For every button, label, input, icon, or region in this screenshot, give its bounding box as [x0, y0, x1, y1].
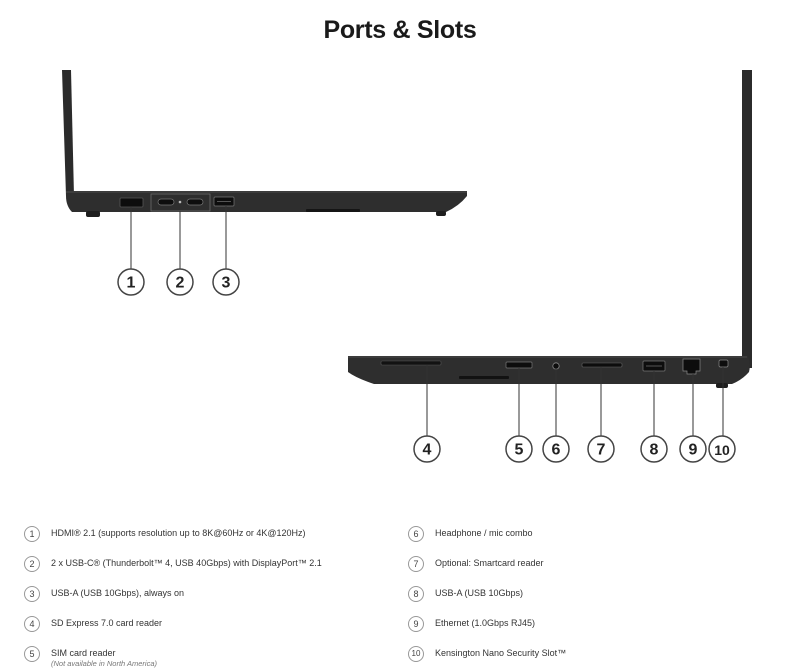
callout-number: 7: [597, 442, 606, 459]
legend-item: 5 SIM card reader (Not available in Nort…: [24, 646, 157, 668]
callout-8: 8: [640, 435, 668, 463]
callout-7: 7: [587, 435, 615, 463]
laptop-base: [66, 191, 467, 212]
laptop-foot: [436, 211, 446, 216]
ethernet-port-icon: [682, 358, 701, 375]
legend-item: 9 Ethernet (1.0Gbps RJ45): [408, 616, 535, 638]
legend-text: USB-A (USB 10Gbps): [435, 588, 524, 598]
callout-5: 5: [505, 435, 533, 463]
callout-number: 2: [176, 275, 185, 292]
legend-text: Kensington Nano Security Slot™: [435, 648, 567, 658]
legend-text: 2 x USB-C® (Thunderbolt™ 4, USB 40Gbps) …: [51, 558, 322, 568]
legend-number: 1: [24, 526, 40, 542]
legend-number: 5: [24, 646, 40, 662]
usb-c-port-icon: [186, 198, 204, 206]
legend-text: Ethernet (1.0Gbps RJ45): [435, 618, 536, 628]
callout-1: 1: [117, 268, 145, 296]
legend-item: 8 USB-A (USB 10Gbps): [408, 586, 523, 608]
callout-6: 6: [542, 435, 570, 463]
callout-number: 1: [127, 275, 136, 292]
legend-item: 3 USB-A (USB 10Gbps), always on: [24, 586, 184, 608]
legend-text: SIM card reader: [51, 648, 116, 658]
laptop-lid: [742, 70, 752, 368]
legend-note: (Not available in North America): [51, 659, 158, 668]
callout-number: 5: [515, 442, 524, 459]
legend-item: 7 Optional: Smartcard reader: [408, 556, 544, 578]
legend-text: HDMI® 2.1 (supports resolution up to 8K@…: [51, 528, 306, 538]
legend-number: 2: [24, 556, 40, 572]
legend-item: 1 HDMI® 2.1 (supports resolution up to 8…: [24, 526, 306, 548]
legend-text: Optional: Smartcard reader: [435, 558, 544, 568]
callout-number: 9: [689, 442, 698, 459]
legend-item: 4 SD Express 7.0 card reader: [24, 616, 162, 638]
sim-card-slot-icon: [505, 361, 533, 369]
security-slot-icon: [718, 359, 729, 368]
smartcard-slot-icon: [581, 362, 623, 368]
legend-item: 2 2 x USB-C® (Thunderbolt™ 4, USB 40Gbps…: [24, 556, 322, 578]
callout-2: 2: [166, 268, 194, 296]
ports-diagram: 1 2 3 4 5 6 7 8 9 10: [62, 70, 752, 463]
legend-item: 10 Kensington Nano Security Slot™: [408, 646, 566, 668]
legend-number: 10: [408, 646, 424, 662]
callout-4: 4: [413, 435, 441, 463]
headphone-jack-icon: [552, 362, 560, 370]
laptop-left-side-view: [62, 70, 467, 269]
legend-number: 8: [408, 586, 424, 602]
hdmi-port-icon: [119, 197, 144, 208]
led-indicator-icon: [178, 200, 182, 204]
page-title: Ports & Slots: [323, 16, 477, 44]
callout-number: 8: [650, 442, 659, 459]
usb-c-port-icon: [157, 198, 175, 206]
sd-card-slot-icon: [380, 360, 442, 366]
legend-text: SD Express 7.0 card reader: [51, 618, 163, 628]
legend-number: 7: [408, 556, 424, 572]
laptop-right-side-view: [348, 70, 752, 436]
legend-number: 3: [24, 586, 40, 602]
legend-text: USB-A (USB 10Gbps), always on: [51, 588, 185, 598]
legend-text: Headphone / mic combo: [435, 528, 533, 538]
callout-10: 10: [708, 435, 736, 463]
vent-icon: [306, 209, 360, 212]
legend-number: 6: [408, 526, 424, 542]
callout-number: 4: [423, 442, 432, 459]
callout-3: 3: [212, 268, 240, 296]
laptop-foot: [716, 383, 728, 388]
callout-number: 10: [714, 442, 730, 458]
laptop-lid: [62, 70, 74, 196]
callout-number: 6: [552, 442, 561, 459]
callout-number: 3: [222, 275, 231, 292]
legend-number: 4: [24, 616, 40, 632]
callout-9: 9: [679, 435, 707, 463]
legend-item: 6 Headphone / mic combo: [408, 526, 533, 548]
legend-number: 9: [408, 616, 424, 632]
laptop-foot: [86, 211, 100, 217]
vent-icon: [459, 376, 509, 379]
